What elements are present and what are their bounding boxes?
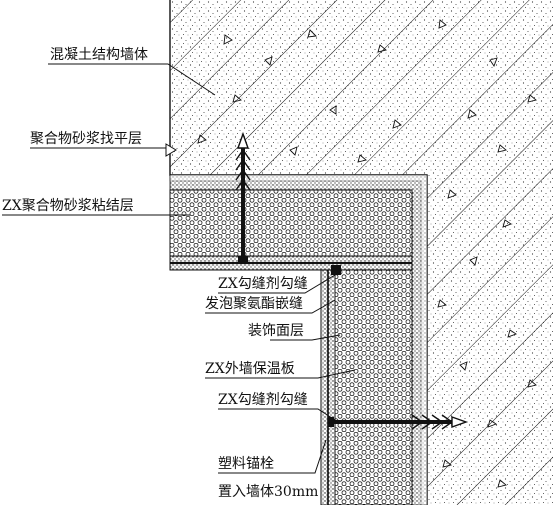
insulation-board-side (334, 269, 413, 505)
anchor-side (328, 414, 469, 430)
anchor-top (235, 131, 251, 262)
label-anchor-depth: 置入墙体30mm (218, 484, 318, 500)
label-insulation-board: ZX外墙保温板 (205, 361, 295, 377)
leader-lines (2, 63, 356, 474)
label-foam-joint: 发泡聚氨酯嵌缝 (205, 296, 303, 312)
label-concrete-wall: 混凝土结构墙体 (50, 47, 148, 63)
insulation-board-top (169, 189, 413, 257)
corner-joint (331, 265, 341, 275)
label-leveling-mortar: 聚合物砂浆找平层 (30, 131, 142, 147)
label-joint-agent-top: ZX勾缝剂勾缝 (218, 276, 308, 292)
label-anchor: 塑料锚栓 (218, 456, 274, 472)
label-joint-agent-bottom: ZX勾缝剂勾缝 (218, 392, 308, 408)
concrete-wall (169, 0, 553, 505)
label-bonding-mortar: ZX聚合物砂浆粘结层 (2, 198, 134, 214)
aggregate-marks (197, 19, 537, 488)
label-finish-layer: 装饰面层 (248, 323, 304, 339)
